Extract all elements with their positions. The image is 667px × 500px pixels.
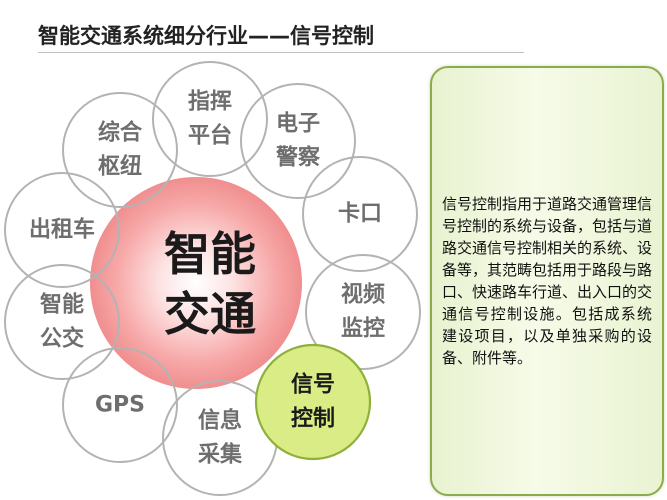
petal-label-signal-line1: 信号 xyxy=(291,372,335,398)
petal-label-checkpoint-line1: 卡口 xyxy=(338,202,382,227)
smart-traffic-diagram: 指挥平台电子警察卡口视频监控信息采集GPS智能公交出租车综合枢纽信号控制 智能 … xyxy=(4,61,421,496)
petal-label-bus-line2: 公交 xyxy=(40,326,84,352)
petal-label-command-line1: 指挥 xyxy=(188,89,232,115)
petal-label-command-line2: 平台 xyxy=(188,123,232,149)
description-text: 信号控制指用于道路交通管理信号控制的系统与设备，包括与道路交通信号控制相关的系统… xyxy=(442,195,653,367)
petal-circle-gps xyxy=(62,347,178,463)
petal-label-taxi-line1: 出租车 xyxy=(29,217,95,243)
center-label-line2: 交通 xyxy=(164,287,256,341)
title-underline xyxy=(38,52,524,53)
petal-label-video-line2: 监控 xyxy=(341,316,385,342)
petal-circle-taxi xyxy=(4,172,120,288)
petal-label-info-line2: 采集 xyxy=(198,442,243,468)
petal-label-video-line1: 视频 xyxy=(341,282,385,308)
petal-label-signal-line2: 控制 xyxy=(291,406,335,432)
page-title: 智能交通系统细分行业——信号控制 xyxy=(38,24,374,48)
petal-circle-police xyxy=(240,83,356,199)
petal-circle-hub xyxy=(62,92,178,208)
center-circle xyxy=(90,177,302,389)
petal-label-police-line2: 警察 xyxy=(275,145,321,171)
petal-circle-command xyxy=(152,61,268,177)
petal-label-bus-line1: 智能 xyxy=(40,292,84,318)
petal-label-gps-line1: GPS xyxy=(95,393,145,418)
petal-circle-bus xyxy=(4,264,120,380)
petal-circle-video xyxy=(305,254,421,370)
petal-label-hub-line1: 综合 xyxy=(98,120,143,146)
petal-circle-signal xyxy=(254,343,372,461)
petal-circle-checkpoint xyxy=(302,156,418,272)
center-label-line1: 智能 xyxy=(164,227,256,281)
petal-label-info-line1: 信息 xyxy=(198,408,242,434)
petal-label-police-line1: 电子 xyxy=(276,112,320,137)
description-box: 信号控制指用于道路交通管理信号控制的系统与设备，包括与道路交通信号控制相关的系统… xyxy=(430,66,664,496)
petal-label-hub-line2: 枢纽 xyxy=(98,154,142,180)
